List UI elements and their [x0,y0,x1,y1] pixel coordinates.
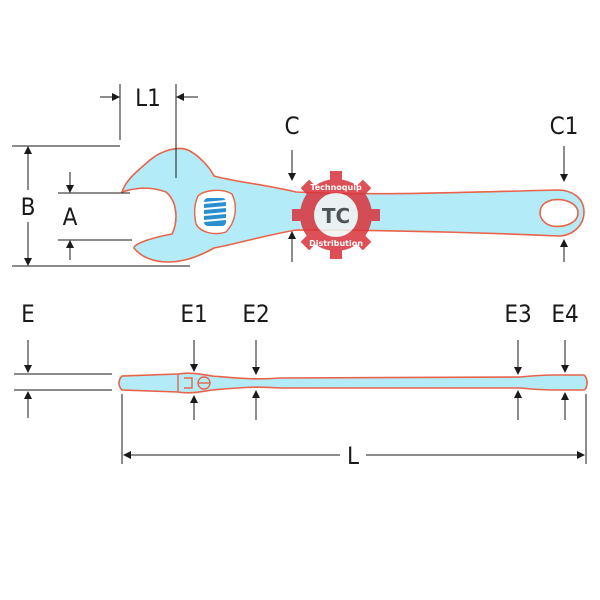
label-L1: L1 [135,84,161,112]
label-C: C [284,112,299,140]
label-C1: C1 [550,112,579,140]
wrench-side-view [118,372,588,394]
label-E1: E1 [180,300,207,328]
label-E3: E3 [504,300,531,328]
label-A: A [63,203,78,231]
wrench-body-side [118,372,588,394]
label-E4: E4 [551,300,578,328]
wrench-handle-eye [539,198,579,228]
label-B: B [21,193,36,221]
watermark-bottom-text: Distribution [309,239,363,248]
watermark-top-text: Technoquip [310,183,362,192]
technoquip-watermark-logo: Technoquip Distribution TC [292,171,380,259]
worm-screw-knurl [203,198,227,226]
watermark-letters: TC [322,204,350,228]
label-L: L [347,442,359,470]
dimension-lines [12,84,587,464]
label-E2: E2 [242,300,269,328]
dimension-labels: L1 C C1 B A E E1 E2 E3 E4 L [21,84,579,470]
wrench-side-jaw-detail [177,374,211,392]
label-E: E [21,300,35,328]
